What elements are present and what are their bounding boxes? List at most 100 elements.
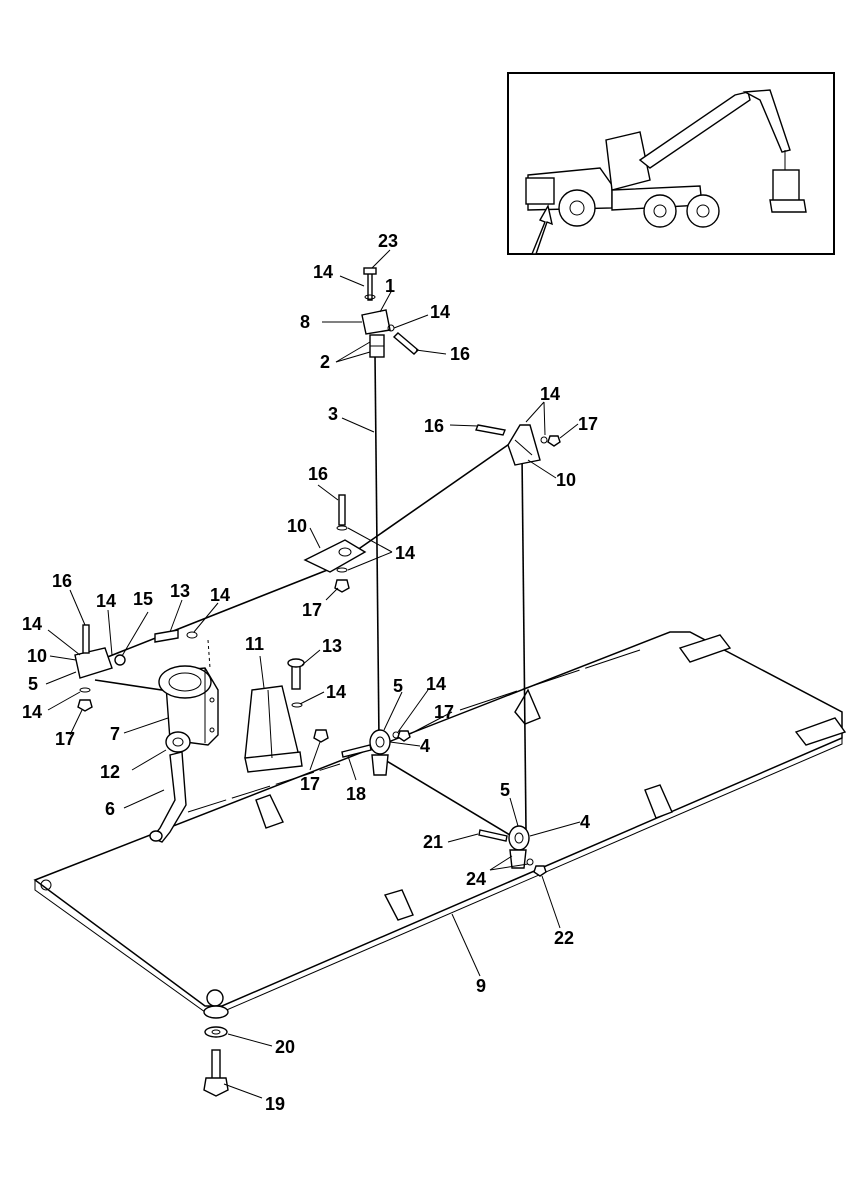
callout-12: 12 bbox=[100, 762, 120, 782]
bracket-1 bbox=[361, 309, 391, 335]
bracket-10-left bbox=[74, 647, 113, 679]
plate-hole-front bbox=[206, 989, 224, 1007]
crank-handle-6 bbox=[150, 751, 187, 843]
wedge-block-2 bbox=[794, 717, 847, 746]
bolt-16-middle bbox=[338, 494, 346, 526]
callout-14: 14 bbox=[540, 384, 560, 404]
base-bolt-stack bbox=[203, 1005, 229, 1097]
machine-engine-hood bbox=[525, 177, 555, 205]
callout-9: 9 bbox=[476, 976, 486, 996]
pulley-5-rear bbox=[508, 825, 530, 851]
bolt-13-left bbox=[154, 629, 179, 643]
machine-inset bbox=[507, 72, 835, 255]
lower-pulley-front bbox=[341, 729, 411, 776]
callout-22: 22 bbox=[554, 928, 574, 948]
callout-10: 10 bbox=[287, 516, 307, 536]
callout-10: 10 bbox=[556, 470, 576, 490]
callout-16: 16 bbox=[308, 464, 328, 484]
left-bracket bbox=[74, 624, 198, 712]
callout-16: 16 bbox=[52, 571, 72, 591]
callout-24: 24 bbox=[466, 869, 486, 889]
bolt-18 bbox=[341, 744, 372, 758]
cable-vertical-front bbox=[374, 354, 380, 741]
callout-13: 13 bbox=[170, 581, 190, 601]
machine-front-wheel-2 bbox=[686, 194, 720, 228]
callout-labels: 23 14 1 8 14 16 2 3 16 14 17 10 16 10 14… bbox=[22, 231, 598, 1114]
callout-13: 13 bbox=[322, 636, 342, 656]
bolt-16-top bbox=[392, 332, 420, 355]
locator-arrow bbox=[530, 204, 553, 255]
bolt-21 bbox=[478, 829, 508, 842]
wedge-block-1 bbox=[678, 634, 732, 663]
callout-11: 11 bbox=[245, 634, 264, 654]
callout-16: 16 bbox=[424, 416, 444, 436]
callout-21: 21 bbox=[423, 832, 443, 852]
nut-17-left bbox=[77, 699, 93, 712]
callout-16: 16 bbox=[450, 344, 470, 364]
callout-1: 1 bbox=[385, 276, 395, 296]
callout-14: 14 bbox=[430, 302, 450, 322]
base-plate bbox=[33, 631, 847, 1013]
wedge-block-5 bbox=[255, 794, 284, 829]
crane-boom bbox=[638, 91, 751, 169]
cable-bottom bbox=[384, 759, 516, 839]
bolt-19 bbox=[211, 1049, 221, 1081]
wedge-block-4 bbox=[644, 784, 673, 819]
machine-rear-wheel bbox=[558, 189, 596, 227]
washer-20 bbox=[204, 1026, 228, 1038]
nut-22 bbox=[533, 865, 547, 877]
bolt-16-left bbox=[82, 624, 90, 654]
top-pulley-assembly bbox=[361, 267, 420, 358]
machine-cab bbox=[605, 131, 651, 191]
bracket-4-rear bbox=[509, 849, 527, 869]
cable-diagonal bbox=[349, 439, 516, 556]
callout-5: 5 bbox=[393, 676, 403, 696]
callout-6: 6 bbox=[105, 799, 115, 819]
callout-14: 14 bbox=[22, 702, 42, 722]
bolt-23 bbox=[367, 271, 373, 301]
inset-frame bbox=[507, 72, 835, 255]
bracket-4-front bbox=[371, 754, 389, 776]
leader-lines bbox=[45, 249, 641, 1099]
stand-11 bbox=[244, 658, 329, 773]
wedge-block-3 bbox=[514, 688, 541, 725]
callout-14: 14 bbox=[326, 682, 346, 702]
callout-14: 14 bbox=[426, 674, 446, 694]
bracket-10-right bbox=[507, 424, 541, 466]
cable-vertical-rear bbox=[521, 454, 527, 831]
cable-horizontal bbox=[99, 564, 341, 661]
callout-15: 15 bbox=[133, 589, 153, 609]
cables bbox=[94, 354, 527, 839]
bolt-13-stand bbox=[291, 664, 301, 690]
callout-20: 20 bbox=[275, 1037, 295, 1057]
pin-15 bbox=[114, 654, 126, 666]
nut-17-stand bbox=[313, 729, 329, 743]
callout-4: 4 bbox=[580, 812, 590, 832]
crane-jib bbox=[742, 89, 791, 153]
callout-17: 17 bbox=[302, 600, 322, 620]
nut-17-middle bbox=[334, 579, 350, 593]
harvester-head bbox=[772, 169, 800, 203]
callout-18: 18 bbox=[346, 784, 366, 804]
callout-5: 5 bbox=[500, 780, 510, 800]
callout-17: 17 bbox=[578, 414, 598, 434]
callout-23: 23 bbox=[378, 231, 398, 251]
callout-2: 2 bbox=[320, 352, 330, 372]
callout-10: 10 bbox=[27, 646, 47, 666]
callout-17: 17 bbox=[55, 729, 75, 749]
callout-17: 17 bbox=[434, 702, 454, 722]
nut-17-right bbox=[547, 435, 561, 447]
pulley-5-front bbox=[369, 729, 391, 755]
plate-hole-left bbox=[40, 879, 52, 891]
base-plate-outline bbox=[33, 631, 843, 1007]
hub-12 bbox=[165, 731, 191, 753]
callout-7: 7 bbox=[110, 724, 120, 744]
nut-17-front bbox=[397, 730, 411, 742]
lower-pulley-rear bbox=[478, 825, 547, 877]
callout-14: 14 bbox=[210, 585, 230, 605]
callout-14: 14 bbox=[22, 614, 42, 634]
callout-5: 5 bbox=[28, 674, 38, 694]
callout-17: 17 bbox=[300, 774, 320, 794]
bracket-10-middle bbox=[303, 539, 367, 573]
